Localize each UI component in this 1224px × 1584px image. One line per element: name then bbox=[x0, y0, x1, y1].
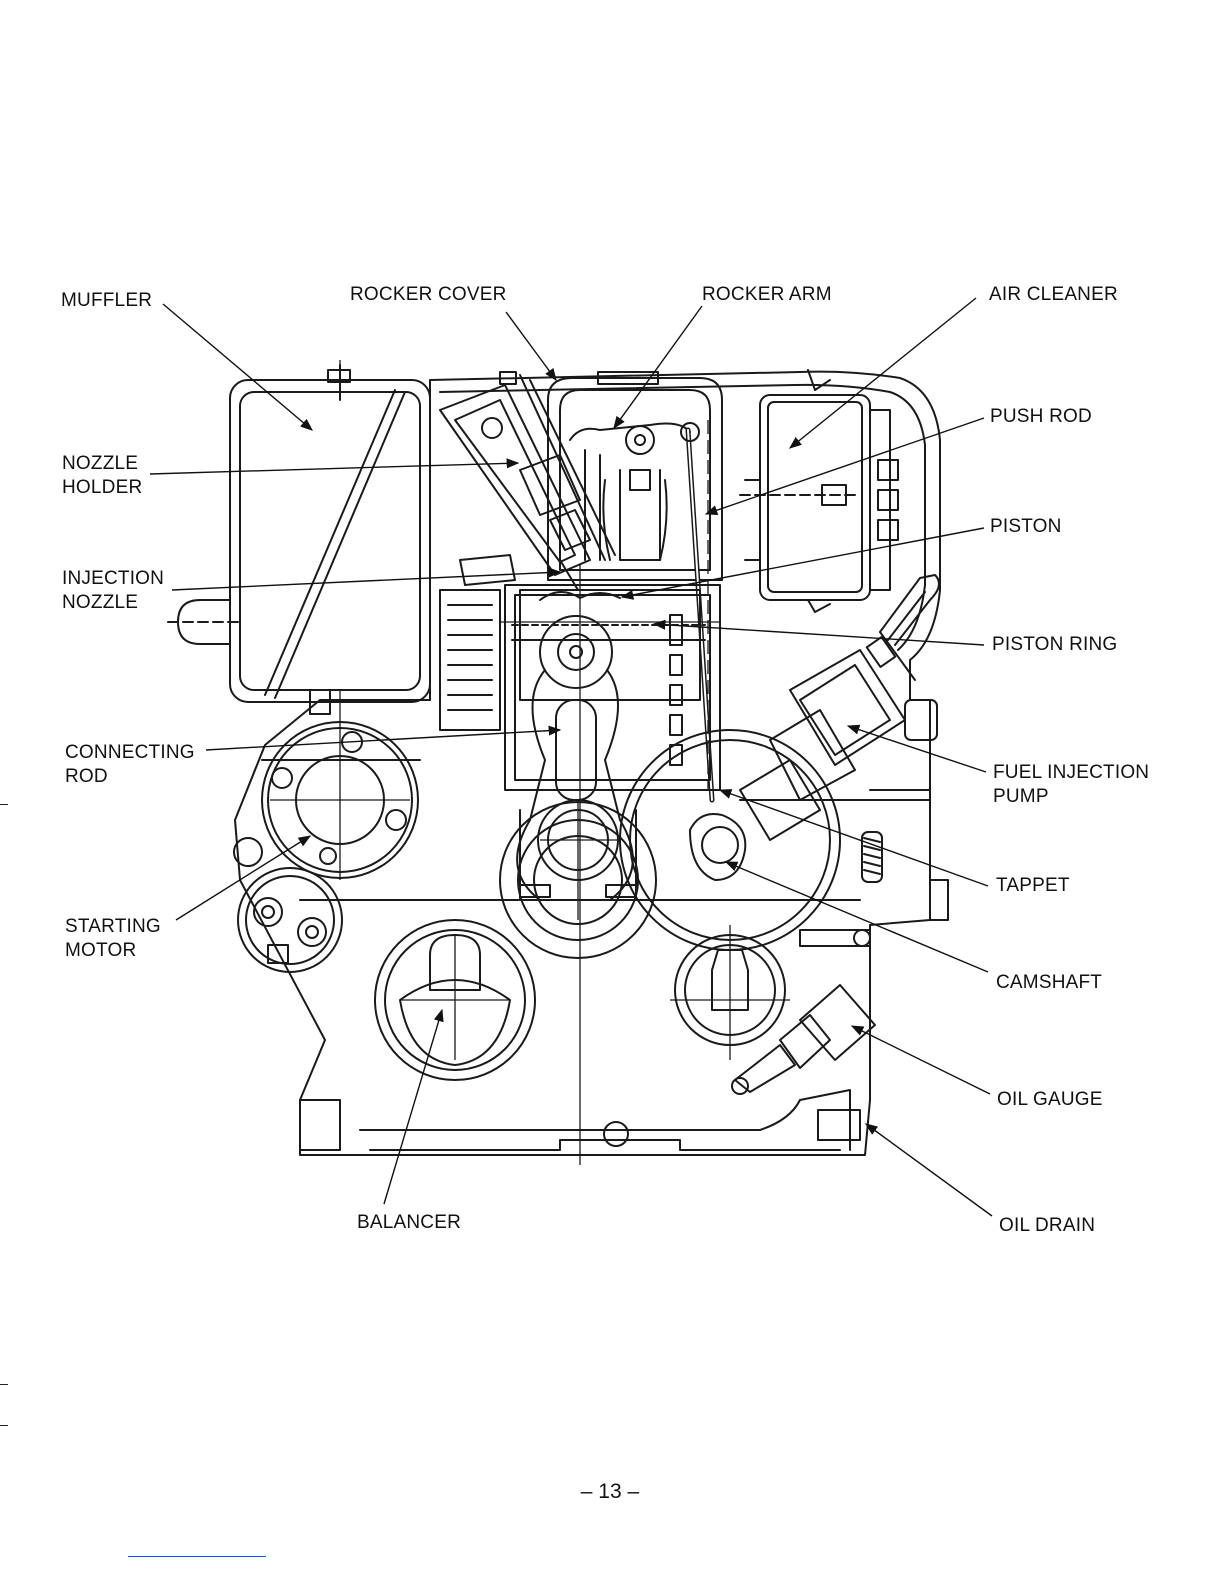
label-camshaft: CAMSHAFT bbox=[996, 971, 1102, 995]
label-air-cleaner: AIR CLEANER bbox=[989, 283, 1118, 307]
footer-rule bbox=[128, 1556, 266, 1557]
governor-spring bbox=[862, 832, 882, 882]
label-muffler: MUFFLER bbox=[61, 289, 152, 313]
label-oil-drain: OIL DRAIN bbox=[999, 1214, 1095, 1238]
label-injection-nozzle: INJECTION NOZZLE bbox=[62, 567, 164, 615]
label-connecting-rod: CONNECTING ROD bbox=[65, 741, 195, 789]
leader-oil-gauge bbox=[852, 1026, 990, 1094]
leader-muffler bbox=[163, 304, 312, 430]
label-oil-gauge: OIL GAUGE bbox=[997, 1088, 1103, 1112]
label-rocker-arm: ROCKER ARM bbox=[702, 283, 832, 307]
label-push-rod: PUSH ROD bbox=[990, 405, 1092, 429]
leader-air-cleaner bbox=[790, 298, 976, 448]
label-balancer: BALANCER bbox=[357, 1211, 461, 1235]
leader-connecting-rod bbox=[206, 730, 560, 750]
fuel-injection-pump bbox=[740, 632, 937, 840]
label-piston: PISTON bbox=[990, 515, 1062, 539]
air-cleaner bbox=[740, 370, 898, 612]
leader-nozzle-holder bbox=[150, 463, 518, 474]
leader-rocker-cover bbox=[506, 312, 556, 380]
label-tappet: TAPPET bbox=[996, 874, 1070, 898]
leader-oil-drain bbox=[866, 1124, 992, 1216]
margin-mark bbox=[0, 804, 8, 805]
label-rocker-cover: ROCKER COVER bbox=[350, 283, 507, 307]
leader-tappet bbox=[720, 790, 988, 886]
leader-starting-motor bbox=[176, 836, 310, 920]
page-number: – 13 – bbox=[560, 1480, 660, 1504]
leader-piston bbox=[622, 528, 984, 597]
cooling-fins bbox=[440, 555, 515, 730]
camshaft-gear bbox=[620, 730, 840, 950]
connecting-rod bbox=[517, 670, 633, 900]
label-piston-ring: PISTON RING bbox=[992, 633, 1117, 657]
label-starting-motor: STARTING MOTOR bbox=[65, 915, 161, 963]
margin-mark bbox=[0, 1425, 8, 1426]
cylinder bbox=[505, 585, 720, 790]
leader-fuel-injection-pump bbox=[848, 726, 986, 772]
label-nozzle-holder: NOZZLE HOLDER bbox=[62, 452, 142, 500]
nozzle-holder-assembly bbox=[440, 372, 615, 590]
leader-rocker-arm bbox=[614, 306, 702, 428]
label-fuel-injection-pump: FUEL INJECTION PUMP bbox=[993, 761, 1149, 809]
margin-mark bbox=[0, 1384, 8, 1385]
